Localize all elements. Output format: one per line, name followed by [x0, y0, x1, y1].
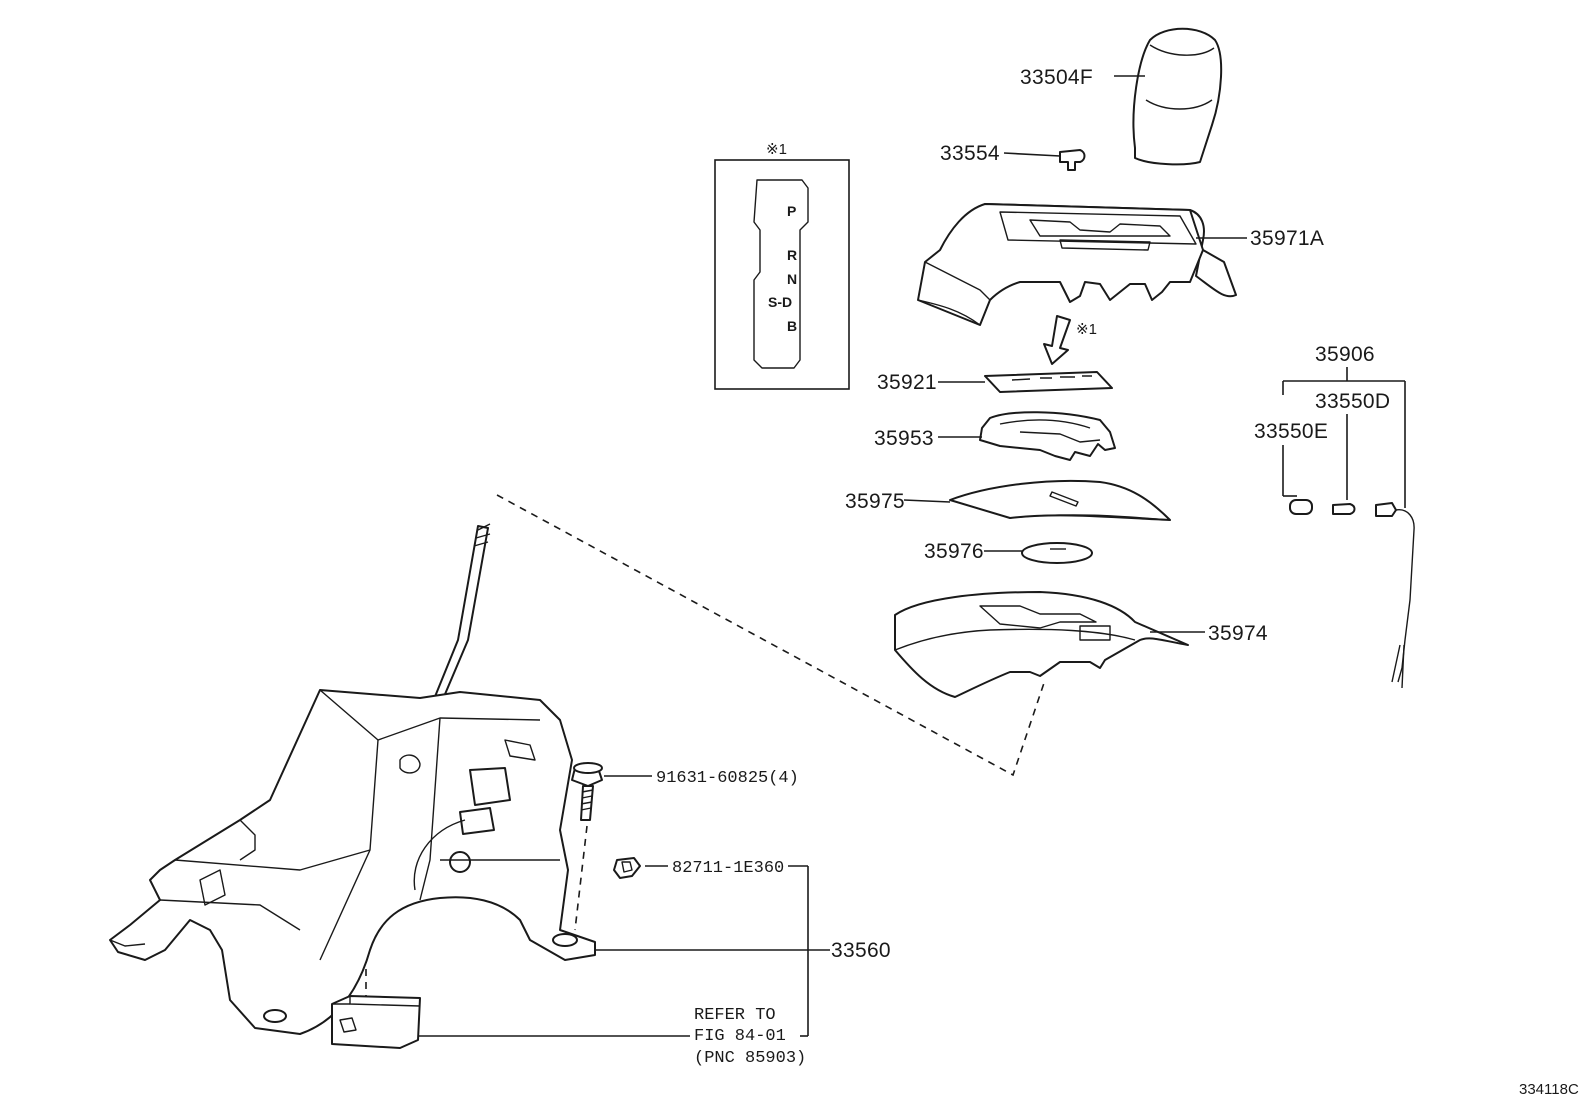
label-indicator-housing: 35953 [874, 427, 934, 450]
bulb-socket-with-wire [1375, 502, 1415, 689]
dashed-link-upper [496, 494, 1046, 777]
lower-cover [894, 591, 1189, 698]
label-housing-cover: 35971A [1250, 227, 1324, 250]
label-bulb-assembly: 35906 [1315, 343, 1375, 366]
bulb-e [1289, 499, 1313, 515]
label-knob-clip: 33554 [940, 142, 1000, 165]
dashed-link-bolt [574, 825, 588, 931]
refer-line-3: (PNC 85903) [694, 1049, 806, 1068]
gear-n: N [787, 271, 797, 287]
shift-knob [1132, 27, 1223, 166]
indicator-plate [984, 371, 1113, 393]
indicator-housing [979, 411, 1116, 461]
label-bulb-e: 33550E [1254, 420, 1328, 443]
label-bulb-d: 33550D [1315, 390, 1390, 413]
down-arrow-icon [1043, 315, 1071, 365]
label-slide-cover: 35975 [845, 490, 905, 513]
gear-r: R [787, 247, 797, 263]
arrow-note-mark: ※1 [1076, 321, 1097, 338]
gear-p: P [787, 203, 796, 219]
clamp [613, 857, 641, 879]
label-clamp: 82711-1E360 [672, 859, 784, 878]
shift-lever-assembly [109, 523, 596, 1035]
refer-line-2: FIG 84-01 [694, 1027, 786, 1046]
housing-cover [917, 203, 1237, 326]
bulb-d [1332, 503, 1356, 515]
knob-clip [1059, 149, 1086, 171]
label-indicator-plate: 35921 [877, 371, 937, 394]
refer-line-1: REFER TO [694, 1006, 776, 1025]
connector-block [331, 995, 421, 1049]
slide-plate [1021, 542, 1093, 564]
figure-id: 334118C [1519, 1081, 1579, 1098]
gear-indicator-inset [714, 159, 850, 390]
inset-note-mark: ※1 [766, 141, 787, 158]
slide-cover [949, 479, 1171, 521]
label-bolt: 91631-60825(4) [656, 769, 799, 788]
label-lower-cover: 35974 [1208, 622, 1268, 645]
gear-s-d: S-D [768, 294, 792, 310]
label-shift-lever-assembly: 33560 [831, 939, 891, 962]
bolt [571, 762, 603, 821]
label-slide-plate: 35976 [924, 540, 984, 563]
gear-b: B [787, 318, 797, 334]
label-knob: 33504F [1020, 66, 1093, 89]
